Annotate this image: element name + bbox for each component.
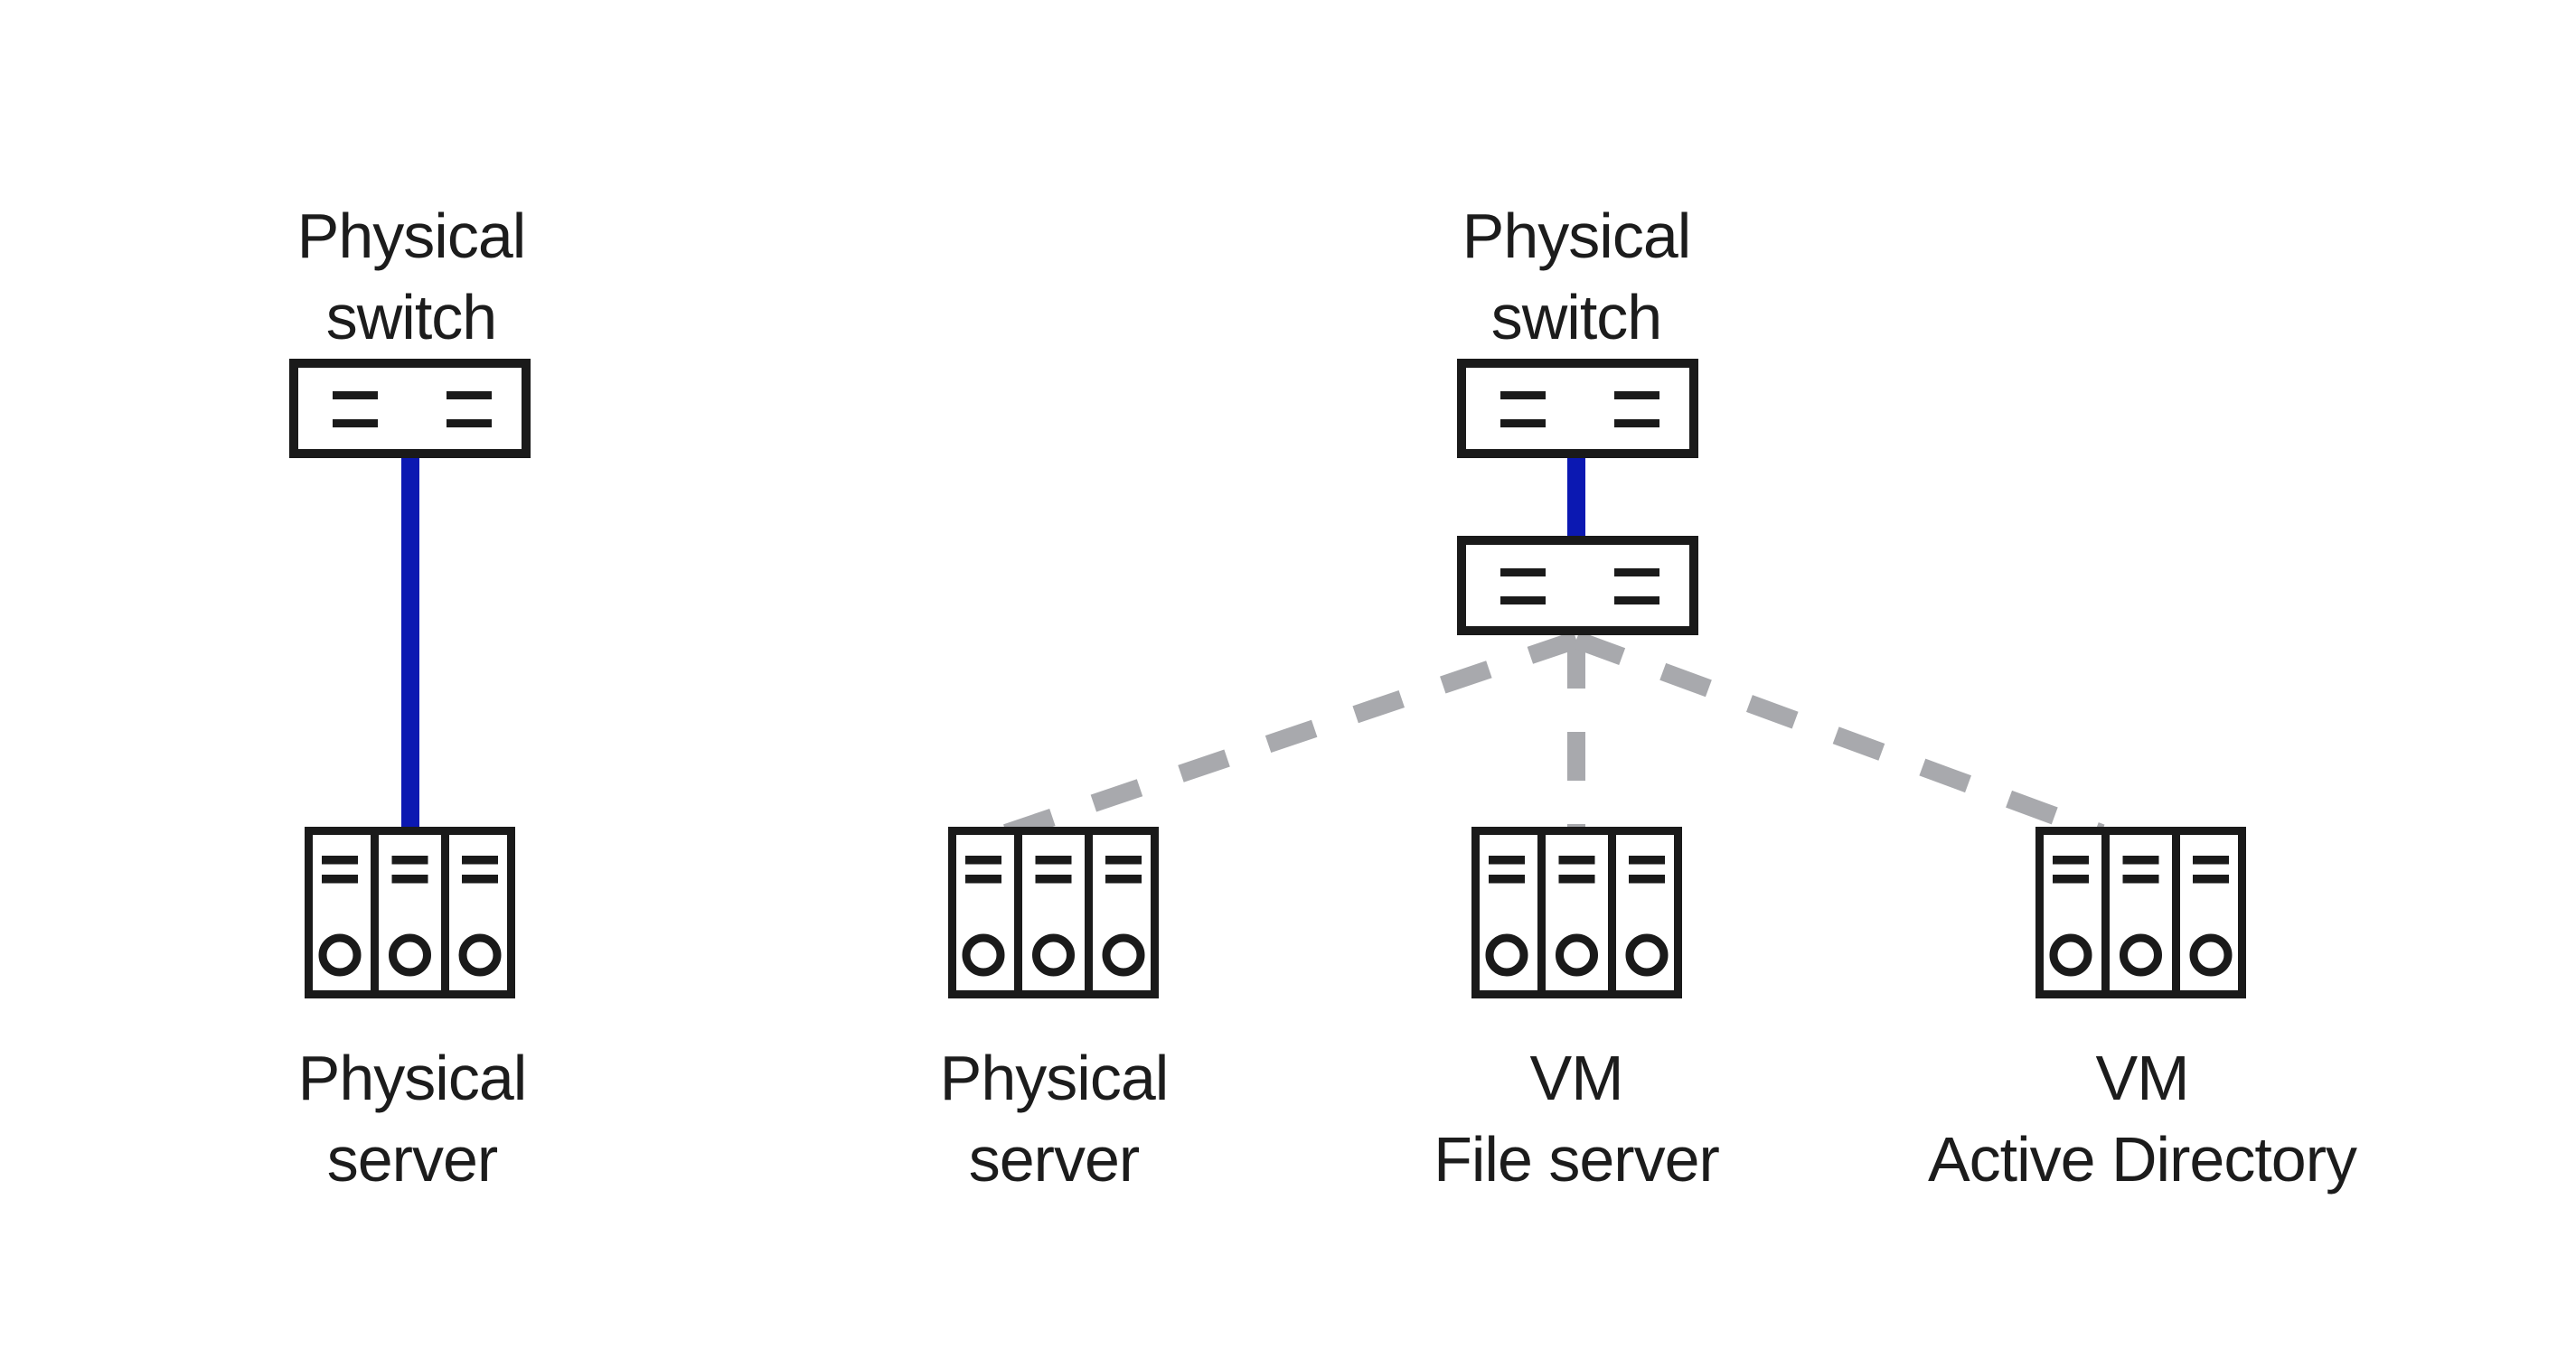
label-line: VM [2095, 1043, 2190, 1113]
label-physical-server-right: Physical server [710, 1037, 1397, 1200]
label-line: server [326, 1124, 498, 1195]
virtual-link-to-physical-server [986, 631, 1580, 848]
virtual-switch-icon [1457, 536, 1698, 635]
label-line: Physical [1462, 201, 1692, 271]
rack-server-icon [305, 827, 515, 998]
label-line: Active Directory [1927, 1124, 2357, 1195]
label-vm-active-directory: VM Active Directory [1799, 1037, 2486, 1200]
label-line: Physical [939, 1043, 1170, 1113]
label-line: VM [1529, 1043, 1624, 1113]
rack-server-icon [2035, 827, 2246, 998]
virtual-link-to-vm-active-directory [1573, 631, 2105, 842]
label-line: Physical [297, 1043, 528, 1113]
label-line: Physical [296, 201, 527, 271]
label-physical-server-left: Physical server [69, 1037, 756, 1200]
label-physical-switch-left: Physical switch [68, 195, 755, 358]
network-switch-icon [1457, 359, 1698, 458]
label-line: switch [325, 282, 497, 352]
label-line: File server [1434, 1124, 1720, 1195]
rack-server-icon [1471, 827, 1682, 998]
rack-server-icon [948, 827, 1159, 998]
label-line: switch [1490, 282, 1662, 352]
label-line: server [968, 1124, 1140, 1195]
label-physical-switch-right: Physical switch [1233, 195, 1920, 358]
network-switch-icon [289, 359, 531, 458]
label-vm-file-server: VM File server [1233, 1037, 1920, 1200]
